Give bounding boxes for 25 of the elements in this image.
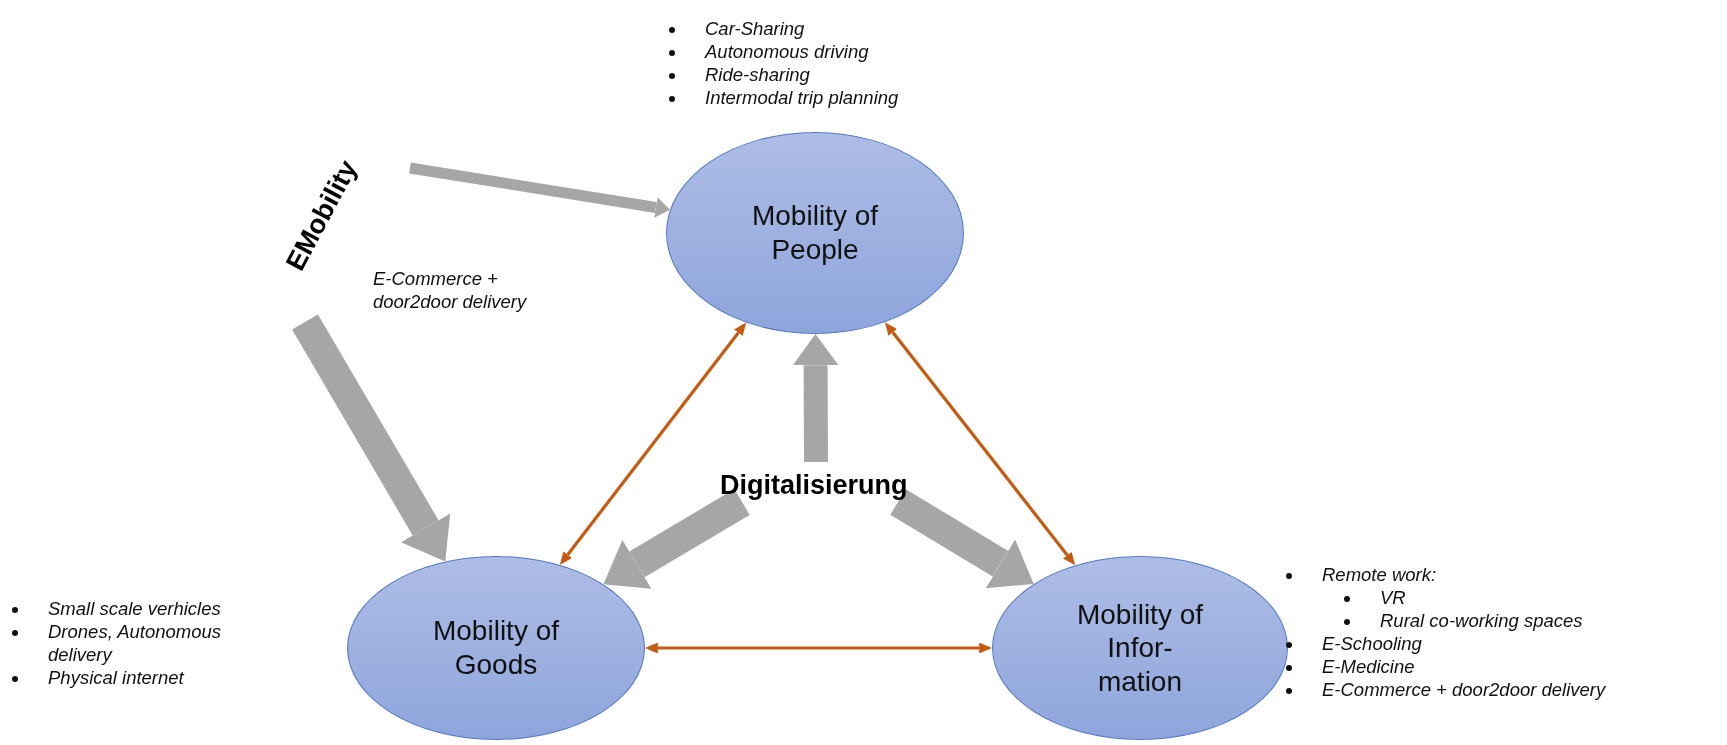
arrow — [409, 162, 670, 218]
bullet-item: E-Medicine — [1322, 655, 1415, 677]
bullet-item: Ride-sharing — [705, 63, 810, 85]
bullet-item: Car-Sharing — [705, 18, 805, 39]
bullet-item: VR — [1380, 586, 1406, 608]
bullet-item: Remote work: — [1322, 564, 1437, 585]
note-text: E-Commerce + door2door delivery — [373, 268, 528, 314]
node-label: Mobility of Goods — [431, 614, 560, 682]
arrow — [884, 322, 1076, 566]
arrow — [890, 489, 1034, 589]
bullet-item: Rural co-working spaces — [1380, 609, 1583, 631]
bullet-item: Physical internet — [48, 666, 184, 688]
bullet-item: E-Schooling — [1322, 632, 1422, 654]
node-label: Mobility of Infor- mation — [1075, 597, 1204, 699]
bullet-item: Small scale verhicles — [48, 598, 221, 619]
bullet-item: Intermodal trip planning — [705, 86, 899, 108]
arrow — [645, 642, 992, 654]
arrow — [559, 322, 747, 565]
bullet-item: E-Commerce + door2door delivery — [1322, 678, 1606, 700]
heading-text: Digitalisierung — [720, 470, 908, 501]
node-label: Mobility of People — [750, 199, 879, 267]
bullet-item: Drones, Autonomous delivery — [48, 620, 222, 665]
bullet-item: Autonomous driving — [705, 40, 869, 62]
arrow — [792, 334, 839, 463]
arrow — [292, 314, 451, 562]
